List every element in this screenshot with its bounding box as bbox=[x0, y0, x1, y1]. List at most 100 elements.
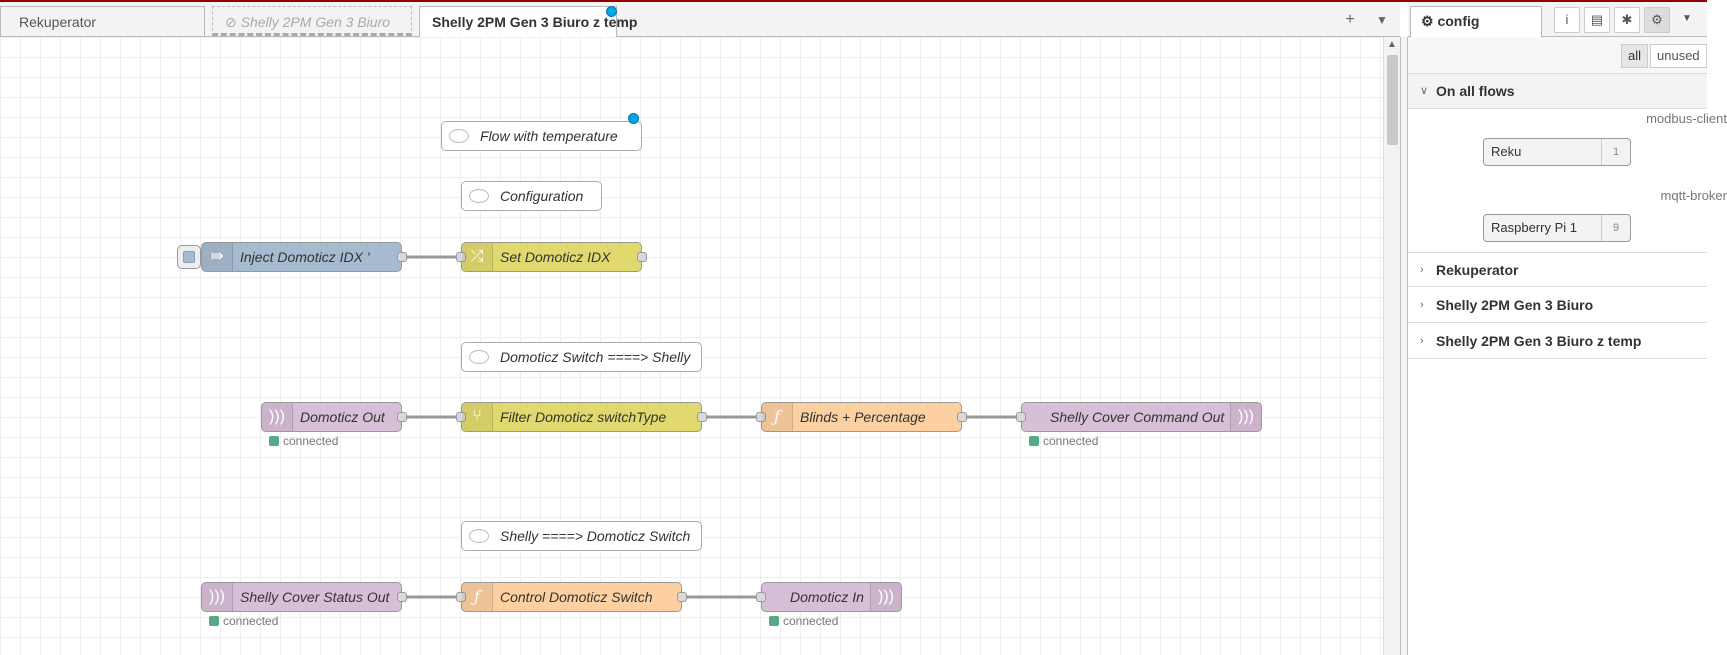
sidebar-tab-config[interactable]: ⚙ config bbox=[1410, 6, 1542, 37]
wires-layer bbox=[402, 255, 1023, 599]
status-text: connected bbox=[283, 434, 339, 448]
node-changed-indicator bbox=[628, 113, 639, 124]
section-shelly-biuro-temp[interactable]: › Shelly 2PM Gen 3 Biuro z temp bbox=[1408, 324, 1707, 359]
comment-flow-with-temperature[interactable]: Flow with temperature bbox=[441, 121, 642, 151]
config-node-raspberry-pi[interactable]: Raspberry Pi 1 9 bbox=[1483, 214, 1631, 242]
chevron-right-icon: › bbox=[1420, 335, 1424, 347]
input-port[interactable] bbox=[456, 412, 466, 422]
node-control-domoticz-switch[interactable]: ƒ Control Domoticz Switch bbox=[456, 582, 687, 612]
comment-icon bbox=[469, 529, 489, 543]
node-blinds-percentage[interactable]: ƒ Blinds + Percentage bbox=[756, 402, 967, 432]
gear-icon[interactable]: ⚙ bbox=[1644, 7, 1670, 33]
chevron-down-icon: ∨ bbox=[1420, 85, 1429, 97]
arrow-in-icon: ⇛ bbox=[202, 243, 233, 271]
input-port[interactable] bbox=[456, 592, 466, 602]
status-text: connected bbox=[1043, 434, 1099, 448]
sidebar-tab-bar: ⚙ config i ▤ ✱ ⚙ ▼ bbox=[1408, 2, 1707, 37]
node-label: Shelly Cover Status Out bbox=[240, 589, 390, 605]
status-domoticz-out: connected bbox=[269, 434, 338, 448]
config-node-label: Reku bbox=[1491, 144, 1522, 159]
config-node-usage-count: 9 bbox=[1601, 215, 1630, 241]
output-port[interactable] bbox=[397, 412, 407, 422]
chevron-right-icon: › bbox=[1420, 264, 1424, 276]
node-label: Domoticz In bbox=[790, 589, 864, 605]
comment-domoticz-to-shelly[interactable]: Domoticz Switch ====> Shelly bbox=[461, 342, 702, 372]
tab-changed-indicator bbox=[606, 6, 617, 17]
status-dot bbox=[1029, 436, 1039, 446]
tab-rekuperator[interactable]: Rekuperator bbox=[0, 6, 205, 36]
chevron-right-icon: › bbox=[1420, 299, 1424, 311]
status-dot bbox=[209, 616, 219, 626]
plus-icon[interactable]: + bbox=[1345, 11, 1355, 28]
status-shelly-cover-command-out: connected bbox=[1029, 434, 1098, 448]
info-icon[interactable]: i bbox=[1554, 7, 1580, 33]
filter-all-button[interactable]: all bbox=[1621, 44, 1649, 68]
comment-configuration[interactable]: Configuration bbox=[461, 181, 602, 211]
node-shelly-cover-command-out[interactable]: Shelly Cover Command Out ))) bbox=[1016, 402, 1262, 432]
function-icon: ƒ bbox=[462, 583, 493, 611]
function-icon: ƒ bbox=[762, 403, 793, 431]
section-label: Rekuperator bbox=[1436, 262, 1519, 278]
config-node-reku[interactable]: Reku 1 bbox=[1483, 138, 1631, 166]
section-label: On all flows bbox=[1436, 83, 1515, 99]
node-label: Control Domoticz Switch bbox=[500, 589, 653, 605]
node-label: Domoticz Out bbox=[300, 409, 385, 425]
section-label: Shelly 2PM Gen 3 Biuro z temp bbox=[1436, 333, 1642, 349]
node-set-domoticz-idx[interactable]: ⤮ Set Domoticz IDX bbox=[456, 242, 647, 272]
book-icon[interactable]: ▤ bbox=[1584, 7, 1610, 33]
tab-label: Shelly 2PM Gen 3 Biuro bbox=[240, 14, 391, 30]
bug-icon[interactable]: ✱ bbox=[1614, 7, 1640, 33]
node-filter-domoticz-switchtype[interactable]: ⑂ Filter Domoticz switchType bbox=[456, 402, 707, 432]
config-type-mqtt: mqtt-broker bbox=[1660, 188, 1727, 203]
caret-down-icon[interactable]: ▼ bbox=[1376, 13, 1388, 27]
sidebar-resize-handle[interactable] bbox=[1400, 37, 1408, 655]
input-port[interactable] bbox=[1016, 412, 1026, 422]
section-on-all-flows[interactable]: ∨ On all flows bbox=[1408, 74, 1707, 109]
node-label: Shelly ====> Domoticz Switch bbox=[500, 528, 691, 544]
status-shelly-cover-status-out: connected bbox=[209, 614, 278, 628]
input-port[interactable] bbox=[756, 592, 766, 602]
shuffle-icon: ⤮ bbox=[462, 243, 493, 271]
tab-shelly-biuro-temp[interactable]: Shelly 2PM Gen 3 Biuro z temp bbox=[419, 6, 637, 37]
node-label: Inject Domoticz IDX ' bbox=[240, 249, 370, 265]
filter-unused-button[interactable]: unused bbox=[1650, 44, 1707, 68]
flow-workspace[interactable]: Flow with temperature Configuration Domo… bbox=[0, 37, 1383, 655]
radio-waves-icon: ))) bbox=[202, 583, 233, 611]
node-inject-domoticz-idx[interactable]: ⇛ Inject Domoticz IDX ' bbox=[201, 242, 407, 272]
output-port[interactable] bbox=[697, 412, 707, 422]
output-port[interactable] bbox=[677, 592, 687, 602]
node-domoticz-out[interactable]: ))) Domoticz Out bbox=[261, 402, 407, 432]
comment-shelly-to-domoticz[interactable]: Shelly ====> Domoticz Switch bbox=[461, 521, 702, 551]
caret-down-icon[interactable]: ▼ bbox=[1682, 13, 1692, 24]
node-shelly-cover-status-out[interactable]: ))) Shelly Cover Status Out bbox=[201, 582, 407, 612]
comment-icon bbox=[469, 189, 489, 203]
tab-shelly-biuro[interactable]: ⊘ Shelly 2PM Gen 3 Biuro bbox=[212, 6, 412, 36]
output-port[interactable] bbox=[637, 252, 647, 262]
top-accent-line bbox=[0, 0, 1707, 2]
output-port[interactable] bbox=[397, 252, 407, 262]
ban-icon: ⊘ bbox=[225, 14, 241, 30]
chevron-up-icon[interactable]: ▲ bbox=[1387, 39, 1397, 50]
status-text: connected bbox=[783, 614, 839, 628]
scrollbar-thumb[interactable] bbox=[1387, 55, 1398, 145]
output-port[interactable] bbox=[397, 592, 407, 602]
config-node-label: Raspberry Pi 1 bbox=[1491, 220, 1577, 235]
switch-icon: ⑂ bbox=[462, 403, 493, 431]
config-type-modbus: modbus-client bbox=[1646, 111, 1727, 126]
section-shelly-biuro[interactable]: › Shelly 2PM Gen 3 Biuro bbox=[1408, 288, 1707, 323]
gear-icon: ⚙ bbox=[1421, 13, 1438, 29]
input-port[interactable] bbox=[756, 412, 766, 422]
node-label: Flow with temperature bbox=[480, 128, 618, 144]
tab-label: Shelly 2PM Gen 3 Biuro z temp bbox=[432, 14, 638, 30]
sidebar: ⚙ config i ▤ ✱ ⚙ ▼ all unused ∨ On all f… bbox=[1408, 2, 1727, 655]
output-port[interactable] bbox=[957, 412, 967, 422]
node-domoticz-in[interactable]: Domoticz In ))) bbox=[756, 582, 902, 612]
status-dot bbox=[269, 436, 279, 446]
tab-label: Rekuperator bbox=[19, 14, 97, 30]
radio-waves-icon: ))) bbox=[1230, 403, 1261, 431]
section-rekuperator[interactable]: › Rekuperator bbox=[1408, 252, 1707, 287]
workspace-vertical-scrollbar[interactable]: ▲ bbox=[1383, 37, 1401, 655]
input-port[interactable] bbox=[456, 252, 466, 262]
workspace-tab-bar: Rekuperator ⊘ Shelly 2PM Gen 3 Biuro She… bbox=[0, 2, 1400, 37]
inject-trigger-button[interactable] bbox=[177, 245, 201, 269]
